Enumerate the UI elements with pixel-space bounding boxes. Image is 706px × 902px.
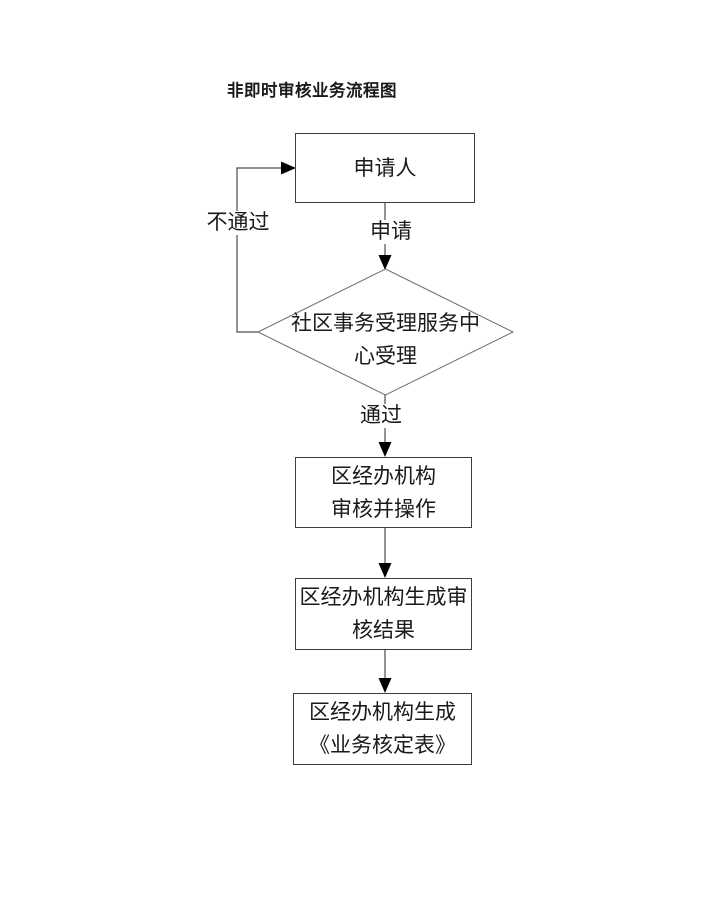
arrowhead-into-applicant xyxy=(281,161,296,175)
node-decision-label: 社区事务受理服务中 心受理 xyxy=(265,307,506,373)
node-applicant: 申请人 xyxy=(295,133,475,203)
node-result-line2: 核结果 xyxy=(352,619,415,642)
node-review-line1: 区经办机构 xyxy=(331,464,436,488)
edge-label-apply: 申请 xyxy=(367,220,415,244)
node-result-line1: 区经办机构生成审 xyxy=(299,586,468,609)
edge-label-fail: 不通过 xyxy=(203,211,273,235)
node-decision-line2: 心受理 xyxy=(354,345,417,368)
connector-fail-loop xyxy=(236,167,281,333)
node-final-line2: 《业务核定表》 xyxy=(309,734,456,757)
node-review: 区经办机构 审核并操作 xyxy=(295,457,472,528)
edge-label-pass: 通过 xyxy=(357,404,405,428)
node-final: 区经办机构生成 《业务核定表》 xyxy=(293,693,472,765)
node-result: 区经办机构生成审 核结果 xyxy=(295,578,472,650)
arrowhead-into-review xyxy=(378,442,392,457)
node-applicant-label: 申请人 xyxy=(353,156,417,180)
page-title: 非即时审核业务流程图 xyxy=(227,82,397,100)
arrowhead-into-decision xyxy=(378,255,392,270)
node-decision-line1: 社区事务受理服务中 xyxy=(291,312,480,335)
arrowhead-into-result xyxy=(378,563,392,578)
arrowhead-into-final xyxy=(378,678,392,693)
node-final-line1: 区经办机构生成 xyxy=(309,701,456,724)
node-review-line2: 审核并操作 xyxy=(331,497,436,521)
